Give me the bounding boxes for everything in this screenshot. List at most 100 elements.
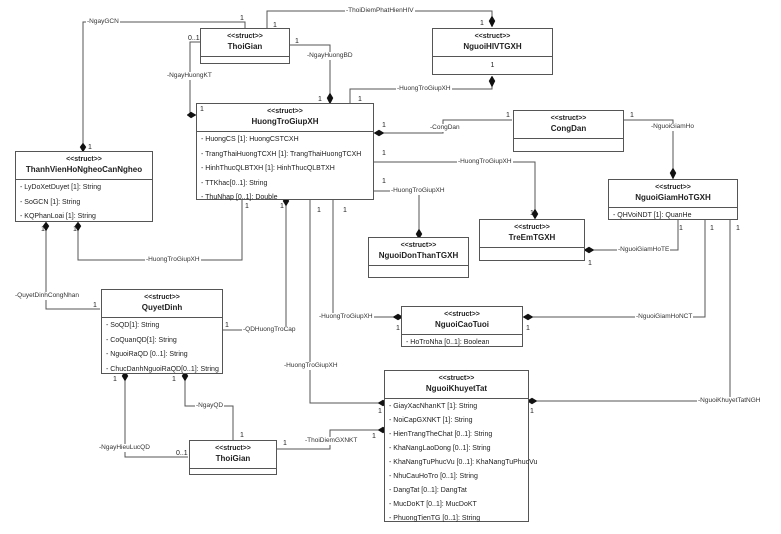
attribute-list: - SoQD[1]: String - CoQuanQD[1]: String … bbox=[102, 318, 222, 378]
multiplicity: 0..1 bbox=[188, 35, 200, 42]
class-thoigian-bottom[interactable]: <<struct>> ThoiGian bbox=[189, 440, 277, 475]
attribute: - LyDoXetDuyet [1]: String bbox=[20, 184, 102, 191]
class-congdan[interactable]: <<struct>> CongDan bbox=[513, 110, 624, 152]
class-quyetdinh[interactable]: <<struct>> QuyetDinh - SoQD[1]: String -… bbox=[101, 289, 223, 374]
diamond-icon bbox=[186, 111, 197, 119]
assoc-label-congdan: -CongDan bbox=[429, 124, 461, 132]
class-header: <<struct>> HuongTroGiupXH bbox=[197, 104, 373, 132]
class-name: CongDan bbox=[550, 124, 587, 133]
multiplicity: 1 bbox=[280, 203, 284, 210]
assoc-donthan bbox=[374, 190, 420, 233]
class-header: <<struct>> NguoiDonThanTGXH bbox=[369, 238, 468, 266]
assoc-ngaygcn bbox=[82, 21, 246, 150]
multiplicity: 1 bbox=[396, 325, 400, 332]
attribute: - TrangThaiHuongTCXH [1]: TrangThaiHuong… bbox=[201, 150, 362, 158]
assoc-label-quyetdinhcongnhan: -QuyetDinhCongNhan bbox=[14, 292, 80, 300]
attribute: - GiayXacNhanKT [1]: String bbox=[389, 403, 478, 410]
assoc-label-khuyettat-huongtrogiup: -HuongTroGiupXH bbox=[283, 362, 339, 370]
multiplicity: 1 bbox=[172, 376, 176, 383]
class-nguoigiamhotgxh[interactable]: <<struct>> NguoiGiamHoTGXH - QHVoiNDT [1… bbox=[608, 179, 738, 220]
class-header: <<struct>> ThanhVienHoNgheoCanNgheo bbox=[16, 152, 152, 180]
assoc-label-ngaygcn: -NgayGCN bbox=[86, 18, 120, 26]
class-header: <<struct>> NguoiKhuyetTat bbox=[385, 371, 528, 399]
assoc-label-hiv-huongtrogiup: -HuongTroGiupXH bbox=[396, 85, 452, 93]
attribute: - KhaNangLaoDong [0..1]: String bbox=[389, 445, 491, 452]
diamond-icon bbox=[488, 15, 496, 28]
class-thanhvienhongheocanngheo[interactable]: <<struct>> ThanhVienHoNgheoCanNgheo - Ly… bbox=[15, 151, 153, 222]
attribute: - TTKhac[0..1]: String bbox=[201, 179, 268, 187]
class-header: <<struct>> CongDan bbox=[514, 111, 623, 139]
assoc-nguoigiamho bbox=[624, 119, 674, 172]
multiplicity: 1 bbox=[372, 433, 376, 440]
class-header: <<struct>> QuyetDinh bbox=[102, 290, 222, 318]
attribute: - PhuongTienTG [0..1]: String bbox=[389, 515, 481, 522]
multiplicity: 1 bbox=[530, 210, 534, 217]
assoc-treem bbox=[374, 161, 536, 213]
stereotype: <<struct>> bbox=[655, 184, 691, 191]
stereotype: <<struct>> bbox=[267, 108, 303, 115]
class-name: NguoiCaoTuoi bbox=[434, 320, 490, 329]
assoc-label-thoidiemgxnkt: -ThoiDiemGXNKT bbox=[304, 437, 359, 445]
class-name: NguoiDonThanTGXH bbox=[378, 251, 459, 260]
stereotype: <<struct>> bbox=[144, 294, 180, 301]
attribute: - NoiCapGXNKT [1]: String bbox=[389, 417, 473, 424]
multiplicity: 1 bbox=[317, 207, 321, 214]
multiplicity: 1 bbox=[245, 203, 249, 210]
attribute: - HoTroNha [0..1]: Boolean bbox=[406, 339, 490, 346]
attribute: - SoQD[1]: String bbox=[106, 322, 160, 329]
attribute: - HuongCS [1]: HuongCSTCXH bbox=[201, 136, 299, 143]
class-nguoidonthantgxh[interactable]: <<struct>> NguoiDonThanTGXH bbox=[368, 237, 469, 278]
class-name: QuyetDinh bbox=[141, 303, 183, 312]
attribute: - CoQuanQD[1]: String bbox=[106, 336, 177, 344]
diamond-icon bbox=[488, 75, 496, 88]
assoc-label-ngayhuongbd: -NgayHuongBD bbox=[306, 52, 354, 60]
multiplicity: 1 bbox=[200, 106, 204, 113]
multiplicity: 1 bbox=[240, 15, 244, 22]
attribute: - SoGCN [1]: String bbox=[20, 198, 81, 206]
stereotype: <<struct>> bbox=[514, 224, 550, 231]
class-nguoicaotuoi[interactable]: <<struct>> NguoiCaoTuoi - HoTroNha [0..1… bbox=[401, 306, 523, 347]
multiplicity: 1 bbox=[295, 38, 299, 45]
multiplicity: 1 bbox=[113, 376, 117, 383]
stereotype: <<struct>> bbox=[474, 33, 511, 40]
attribute: - NhuCauHoTro [0..1]: String bbox=[389, 473, 478, 480]
stereotype: <<struct>> bbox=[400, 242, 437, 249]
attribute-list: - HuongCS [1]: HuongCSTCXH - TrangThaiHu… bbox=[197, 132, 373, 207]
stereotype: <<struct>> bbox=[215, 445, 251, 452]
diamond-icon bbox=[522, 313, 534, 321]
assoc-label-nguoigiamho: -NguoiGiamHo bbox=[650, 123, 695, 131]
attribute: - KQPhanLoai [1]: String bbox=[20, 213, 96, 220]
multiplicity: 1 bbox=[506, 112, 510, 119]
class-name: NguoiKhuyetTat bbox=[425, 384, 488, 393]
multiplicity: 1 bbox=[588, 260, 592, 267]
assoc-ngayhuongbd bbox=[290, 44, 331, 97]
attribute: - DangTat [0..1]: DangTat bbox=[389, 487, 467, 494]
assoc-label-ngayhuongkt: -NgayHuongKT bbox=[166, 72, 213, 80]
multiplicity: 1 bbox=[630, 112, 634, 119]
multiplicity: 1 bbox=[225, 322, 229, 329]
class-huongtrogiupxh[interactable]: <<struct>> HuongTroGiupXH - HuongCS [1]:… bbox=[196, 103, 374, 201]
multiplicity: 1 bbox=[240, 432, 244, 439]
class-name: NguoiHIVTGXH bbox=[463, 42, 522, 51]
class-name: ThanhVienHoNgheoCanNgheo bbox=[25, 165, 143, 174]
class-name: ThoiGian bbox=[215, 454, 251, 463]
multiplicity: 1 bbox=[530, 408, 534, 415]
stereotype: <<struct>> bbox=[444, 311, 480, 318]
multiplicity: 0..1 bbox=[176, 450, 188, 457]
class-header: <<struct>> TreEmTGXH bbox=[480, 220, 584, 248]
class-thoigian-top[interactable]: <<struct>> ThoiGian bbox=[200, 28, 290, 64]
class-body-multiplicity: 1 bbox=[490, 62, 495, 69]
multiplicity: 1 bbox=[93, 302, 97, 309]
stereotype: <<struct>> bbox=[66, 156, 102, 163]
assoc-label-donthan-huongtrogiup: -HuongTroGiupXH bbox=[390, 187, 446, 195]
class-nguoikhuyettat[interactable]: <<struct>> NguoiKhuyetTat - GiayXacNhanK… bbox=[384, 370, 537, 522]
diamond-icon bbox=[583, 246, 595, 254]
assoc-label-nguoigiamhonct: -NguoiGiamHoNCT bbox=[635, 313, 694, 321]
diamond-icon bbox=[42, 221, 50, 232]
class-nguoihivtgxh[interactable]: <<struct>> NguoiHIVTGXH 1 bbox=[432, 28, 553, 75]
class-treemtgxh[interactable]: <<struct>> TreEmTGXH bbox=[479, 219, 585, 261]
stereotype: <<struct>> bbox=[438, 375, 475, 382]
multiplicity: 1 bbox=[88, 144, 92, 151]
attribute: - HienTrangTheChat [0..1]: String bbox=[389, 431, 493, 438]
